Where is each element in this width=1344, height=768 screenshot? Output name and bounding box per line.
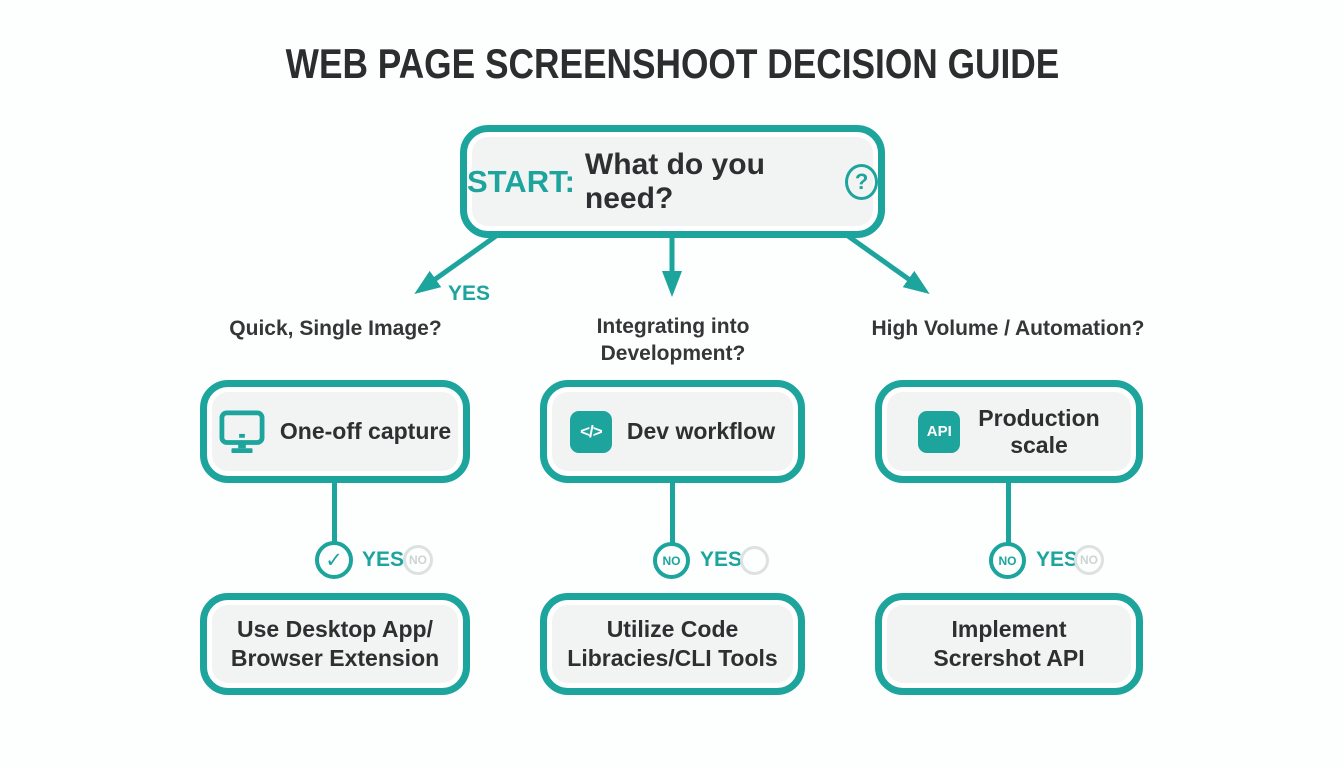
check-circle-icon: ✓ <box>315 541 353 579</box>
option-production-scale: API Production scale <box>875 380 1143 483</box>
branch-yes-label: YES <box>448 282 491 305</box>
question-quick-single-image: Quick, Single Image? <box>229 317 442 340</box>
question-integrating-development: Integrating into Development? <box>596 315 750 365</box>
result-screenshot-api: Implement Scrershot API <box>875 593 1143 695</box>
connector-right <box>1006 483 1011 544</box>
yes-label: YES <box>700 548 743 571</box>
no-circle-faded-icon: NO <box>403 545 433 575</box>
start-label: START: <box>467 163 575 199</box>
option-label: Production scale <box>978 404 1100 458</box>
option-dev-workflow: </> Dev workflow <box>540 380 805 483</box>
branch-arrows <box>414 233 930 297</box>
option-label: Dev workflow <box>626 418 776 444</box>
no-circle-icon: NO <box>989 542 1026 579</box>
start-node: START: What do you need? ? <box>460 125 885 238</box>
result-code-libraries-cli-tools: Utilize Code Libracies/CLI Tools <box>540 593 805 695</box>
no-circle-faded-icon: NO <box>1074 545 1104 575</box>
connector-left <box>332 483 337 544</box>
arrow-right <box>846 233 930 295</box>
start-question: What do you need? <box>584 147 765 215</box>
code-icon: </> <box>569 410 612 453</box>
arrow-left <box>414 233 498 295</box>
api-icon: API <box>918 410 961 453</box>
option-one-off-capture: One-off capture <box>200 380 470 483</box>
question-high-volume-automation: High Volume / Automation? <box>871 317 1145 340</box>
connector-middle <box>670 483 675 544</box>
page-title: WEB PAGE SCREENSHOOT DECISION GUIDE <box>285 40 1059 87</box>
question-circle-icon: ? <box>845 163 878 200</box>
no-circle-icon: NO <box>653 542 690 579</box>
empty-circle-icon <box>740 546 769 575</box>
yes-label: YES <box>362 548 405 571</box>
yes-label: YES <box>1036 548 1079 571</box>
monitor-icon <box>219 409 265 453</box>
option-label: One-off capture <box>279 418 452 444</box>
result-desktop-app-browser-extension: Use Desktop App/ Browser Extension <box>200 593 470 695</box>
